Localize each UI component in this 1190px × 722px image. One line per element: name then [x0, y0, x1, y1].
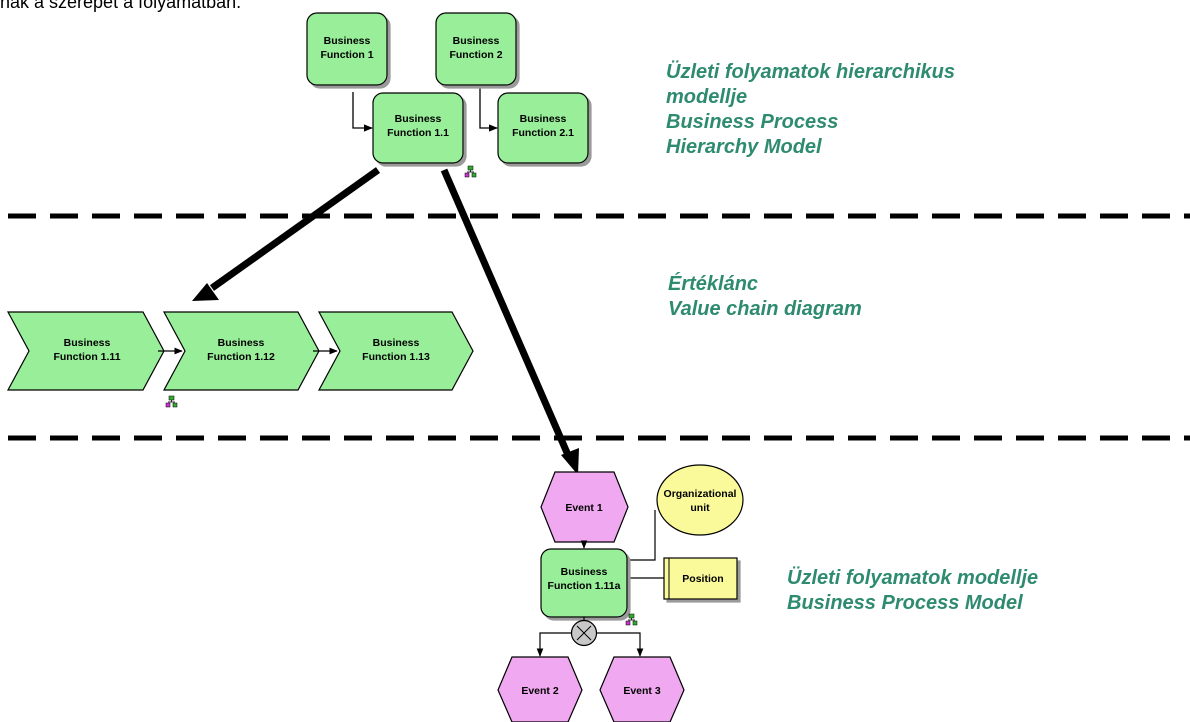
event-node-event3-label: Event 3: [623, 685, 661, 697]
function-node-bf1-line1: Business: [324, 35, 371, 47]
value-chain-node-bf113[interactable]: Business Function 1.13: [317, 311, 474, 391]
function-node-bf2-line2: Function 2: [449, 49, 502, 61]
event-node-event3[interactable]: Event 3: [599, 656, 685, 722]
caption-process-model-line1: Üzleti folyamatok modellje: [787, 567, 1039, 589]
thick-arrow-to-value-chain: [192, 167, 381, 301]
header-cut-text: nak a szerepet a folyamatban.: [0, 0, 242, 12]
function-node-bf111a-line2: Function 1.11a: [548, 580, 621, 592]
value-chain-node-bf112-line2: Function 1.12: [207, 351, 275, 363]
function-node-bf1[interactable]: Business Function 1: [306, 12, 388, 86]
function-node-bf2-line1: Business: [453, 35, 500, 47]
xor-connector[interactable]: [570, 617, 598, 647]
value-chain-node-bf112[interactable]: Business Function 1.12: [162, 311, 320, 391]
hierarchy-connector-bf1-bf11: [352, 92, 373, 132]
function-node-bf21-line2: Function 2.1: [512, 127, 574, 139]
caption-hierarchy-line4: Hierarchy Model: [666, 136, 822, 158]
caption-process-model-line2: Business Process Model: [787, 592, 1023, 614]
value-chain-node-bf113-line2: Function 1.13: [362, 351, 430, 363]
event-node-event2-label: Event 2: [521, 685, 559, 697]
event-node-event1[interactable]: Event 1: [540, 471, 629, 543]
function-node-bf11-line1: Business: [395, 113, 442, 125]
function-node-bf11[interactable]: Business Function 1.1: [372, 92, 464, 164]
caption-value-chain-line1: Értéklánc: [668, 273, 759, 295]
function-node-bf11-line2: Function 1.1: [387, 127, 449, 139]
caption-value-chain-line2: Value chain diagram: [668, 298, 862, 320]
value-chain-node-bf112-line1: Business: [218, 337, 265, 349]
org-unit-node[interactable]: Organizational unit: [656, 464, 744, 536]
function-node-bf21-line1: Business: [520, 113, 567, 125]
caption-value-chain: Értéklánc Value chain diagram: [668, 272, 862, 322]
function-node-bf2[interactable]: Business Function 2: [435, 12, 517, 86]
event-node-event1-label: Event 1: [565, 502, 603, 514]
function-node-bf111a[interactable]: Business Function 1.11a: [540, 548, 628, 618]
hierarchy-connector-bf2-bf21: [479, 84, 498, 132]
xor-branch-left: [536, 632, 571, 657]
caption-hierarchy-line3: Business Process: [666, 111, 839, 133]
caption-hierarchy: Üzleti folyamatok hierarchikus modellje …: [666, 60, 955, 160]
position-label: Position: [682, 573, 723, 585]
function-node-bf111a-line1: Business: [561, 566, 608, 578]
value-chain-node-bf113-line1: Business: [373, 337, 420, 349]
caption-process-model: Üzleti folyamatok modellje Business Proc…: [787, 566, 1038, 616]
event-node-event2[interactable]: Event 2: [497, 656, 583, 722]
function-node-bf1-line2: Function 1: [320, 49, 373, 61]
value-chain-node-bf111-line1: Business: [64, 337, 111, 349]
xor-branch-right: [597, 632, 644, 657]
assignment-icon-bf111a[interactable]: [625, 613, 638, 626]
org-unit-line1: Organizational: [664, 488, 737, 500]
assignment-icon-bf11[interactable]: [464, 165, 477, 178]
assignment-icon-bf112[interactable]: [165, 395, 178, 408]
value-chain-node-bf111-line2: Function 1.11: [53, 351, 120, 363]
thick-arrow-to-process-model: [440, 168, 579, 475]
caption-hierarchy-line2: modellje: [666, 86, 748, 108]
org-unit-line2: unit: [690, 502, 710, 514]
function-node-bf21[interactable]: Business Function 2.1: [497, 92, 589, 164]
value-chain-node-bf111[interactable]: Business Function 1.11: [6, 311, 165, 391]
caption-hierarchy-line1: Üzleti folyamatok hierarchikus: [666, 61, 955, 83]
org-unit-link: [626, 510, 656, 561]
position-node[interactable]: Position: [663, 557, 738, 600]
